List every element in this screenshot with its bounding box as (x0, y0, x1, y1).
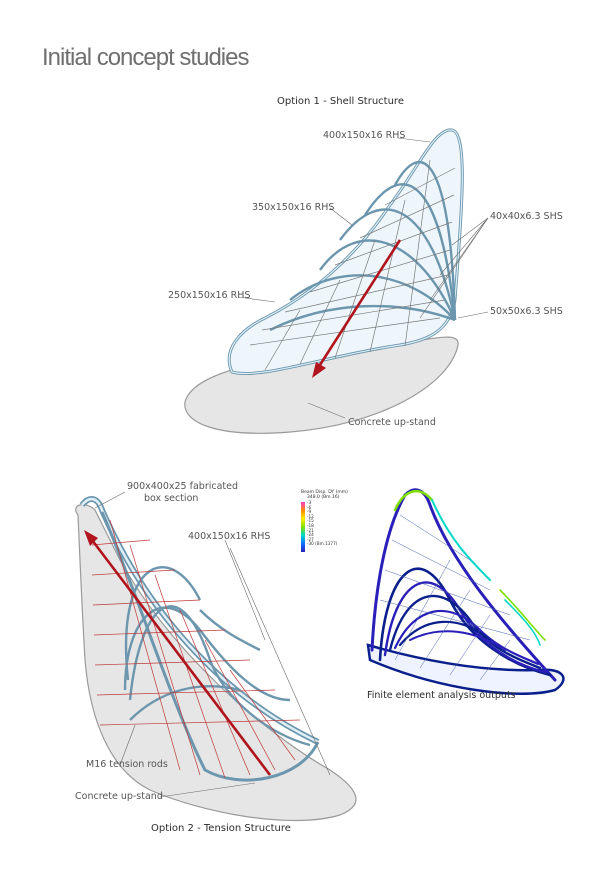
option2-load-arrow (90, 539, 272, 776)
option1-leaders (237, 137, 489, 419)
fea-legend-value: -18 (307, 522, 314, 528)
option2-arches (123, 566, 311, 747)
option2-label-rods: M16 tension rods (86, 759, 168, 770)
fea-legend-value: -6 (307, 504, 312, 510)
fea-legend-value: -15 (307, 518, 314, 524)
option1-label-rhs-250: 250x150x16 RHS (168, 290, 251, 301)
option2-label-upstand: Concrete up-stand (75, 791, 163, 802)
option1-caption: Option 1 - Shell Structure (277, 96, 404, 107)
option1-load-arrow (316, 239, 402, 369)
fea-legend-value: -3 (307, 500, 312, 505)
fea-legend-values: -3-6-9-12-15-18-21-24-27-30 (Bm.1377) (307, 500, 338, 547)
option2-tension-rods (91, 519, 301, 779)
fea-frame (366, 488, 565, 695)
fea-caption: Finite element analysis outputs (367, 690, 516, 701)
option1-arches (269, 160, 457, 332)
fea-legend-title: Beam Disp. DY (mm) (301, 490, 348, 495)
option1-label-shs-50: 50x50x6.3 SHS (490, 306, 563, 317)
fea-legend: Beam Disp. DY (mm) 348.0 (Bm.16) -3-6-9-… (301, 490, 361, 560)
fea-legend-value: -24 (307, 532, 314, 538)
fea-legend-value: -30 (Bm.1377) (307, 541, 338, 547)
option1-label-rhs-400: 400x150x16 RHS (323, 130, 406, 141)
option2-leaders (94, 491, 331, 798)
page-title: Initial concept studies (42, 44, 249, 71)
option1-label-upstand: Concrete up-stand (348, 417, 436, 428)
option1-grid (249, 159, 456, 371)
fea-legend-value: -21 (307, 527, 314, 533)
option2-label-box-line1: 900x400x25 fabricated (127, 481, 239, 492)
option1-label-shs-40: 40x40x6.3 SHS (490, 211, 563, 222)
fea-legend-value: -12 (307, 513, 314, 519)
fea-legend-max: 348.0 (Bm.16) (307, 495, 340, 500)
fea-mesh (379, 514, 531, 681)
option2-label-box-line2: box section (144, 493, 199, 504)
option1-arrow-head (312, 362, 326, 378)
fea-legend-value: -9 (307, 509, 312, 515)
option2-concrete-upstand (75, 503, 357, 822)
option2-caption: Option 2 - Tension Structure (151, 823, 291, 834)
option2-arrow-head (84, 530, 98, 546)
option1-label-rhs-350: 350x150x16 RHS (252, 202, 335, 213)
option2-lower-edge (100, 511, 320, 782)
fea-legend-colorbar (301, 502, 305, 552)
option2-label-rhs-400: 400x150x16 RHS (188, 531, 271, 542)
fea-legend-value: -27 (307, 536, 314, 542)
